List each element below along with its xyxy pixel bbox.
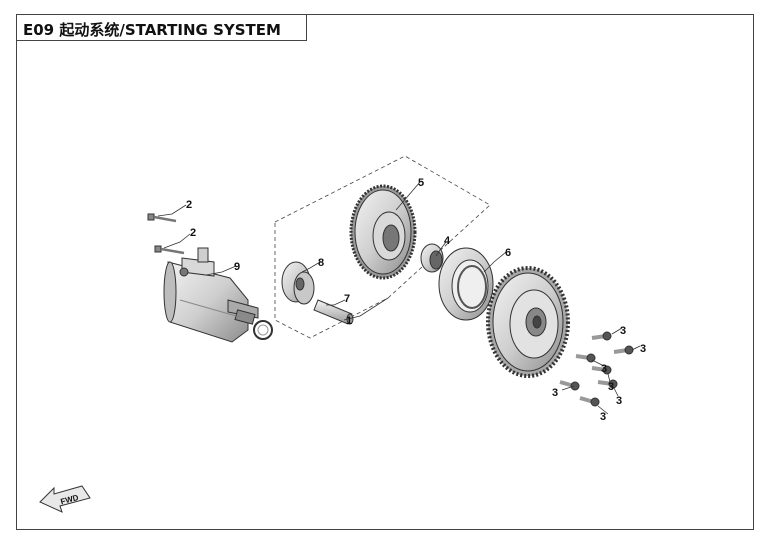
idler-gear <box>281 261 315 305</box>
fwd-indicator: FWD <box>39 485 91 513</box>
callout-8: 8 <box>318 257 324 269</box>
callout-leader-lines <box>157 181 641 415</box>
flywheel-bolt-6 <box>559 380 580 391</box>
flywheel-bolt-1 <box>591 331 612 341</box>
callout-7: 7 <box>344 293 350 305</box>
callout-9: 9 <box>234 261 240 273</box>
drawing-frame: E09 起动系统/STARTING SYSTEM <box>16 14 754 530</box>
flywheel-bolt-2 <box>613 345 634 355</box>
needle-bearing <box>420 243 444 273</box>
flywheel-rotor <box>486 266 570 378</box>
callout-2-lower: 2 <box>190 227 196 239</box>
o-ring <box>253 320 273 340</box>
flywheel-bolt-7 <box>579 396 600 407</box>
title-block: E09 起动系统/STARTING SYSTEM <box>17 15 307 41</box>
callout-3-c: 3 <box>601 363 607 375</box>
callout-3-e: 3 <box>616 395 622 407</box>
starter-motor <box>163 247 259 343</box>
flywheel-bolt-3 <box>575 353 596 363</box>
starter-bolt-lower <box>154 245 185 255</box>
starter-driven-gear <box>349 184 417 280</box>
idler-shaft <box>313 299 354 325</box>
callout-3-b: 3 <box>640 343 646 355</box>
callout-3-g: 3 <box>552 387 558 399</box>
callout-5: 5 <box>418 177 424 189</box>
callout-3-f: 3 <box>600 411 606 423</box>
fwd-arrow-icon <box>39 485 91 513</box>
callout-6: 6 <box>505 247 511 259</box>
page-title: E09 起动系统/STARTING SYSTEM <box>23 21 281 39</box>
one-way-clutch <box>438 247 494 321</box>
callout-1: 1 <box>346 315 352 327</box>
flywheel-bolt-5 <box>597 379 618 389</box>
callout-3-a: 3 <box>620 325 626 337</box>
callout-2-upper: 2 <box>186 199 192 211</box>
starter-bolt-upper <box>147 213 177 223</box>
callout-4: 4 <box>444 235 451 247</box>
flywheel-bolt-4 <box>591 365 612 375</box>
callout-3-d: 3 <box>608 381 614 393</box>
